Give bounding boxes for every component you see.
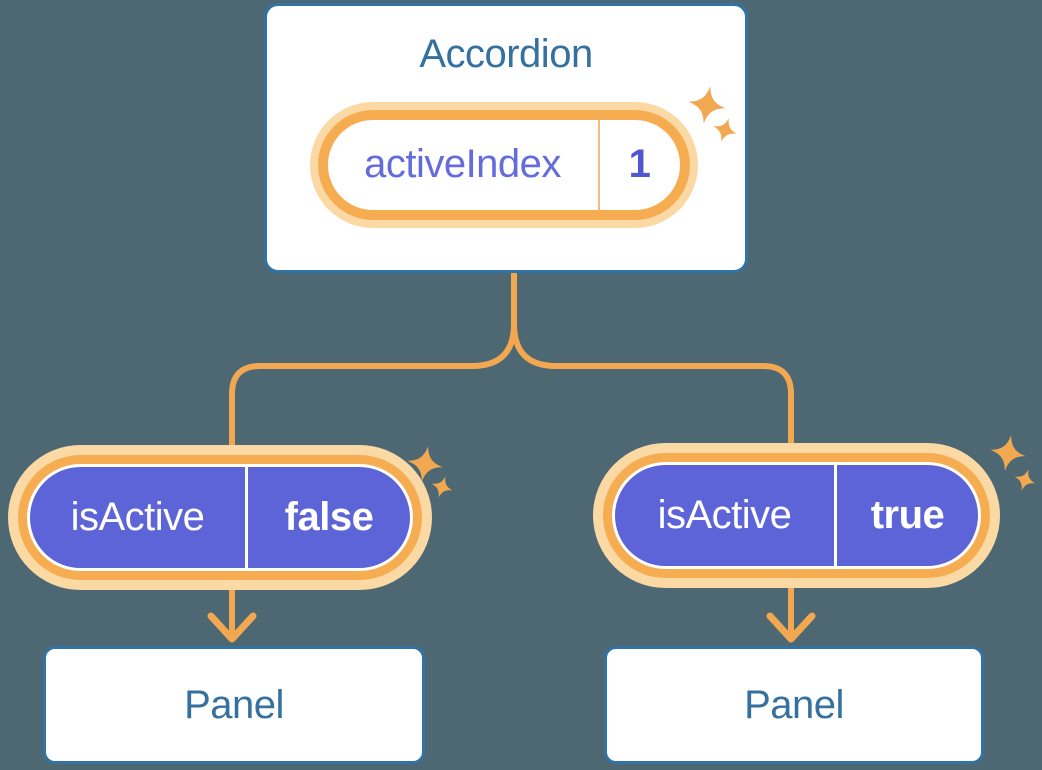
accordion-card: Accordion activeIndex 1 [264, 3, 748, 273]
state-value: 1 [628, 142, 651, 186]
is-active-true-state-pill: isActive true [612, 462, 981, 569]
state-label: isActive [657, 493, 792, 537]
arrow-down-icon [766, 612, 816, 643]
accordion-title: Accordion [419, 32, 593, 76]
panel-title: Panel [184, 682, 284, 727]
pill-divider [834, 465, 837, 566]
panel-card-right: Panel [604, 646, 984, 764]
sparkle-icon [431, 476, 453, 498]
pill-divider [245, 467, 248, 568]
branch-line-right [511, 265, 794, 471]
active-index-state-pill: activeIndex 1 [317, 109, 690, 220]
state-value: false [284, 495, 374, 539]
branch-line-left [229, 265, 517, 473]
state-value: true [870, 493, 945, 537]
pill-divider [597, 119, 600, 210]
panel-card-left: Panel [43, 646, 425, 764]
panel-title: Panel [744, 682, 844, 727]
arrow-down-icon [207, 612, 257, 643]
state-label: activeIndex [364, 142, 561, 186]
is-active-false-state-pill: isActive false [27, 464, 413, 571]
state-label: isActive [70, 495, 205, 539]
sparkle-icon [1014, 469, 1036, 491]
sparkle-icon [990, 435, 1026, 471]
sparkle-icon [407, 446, 443, 482]
